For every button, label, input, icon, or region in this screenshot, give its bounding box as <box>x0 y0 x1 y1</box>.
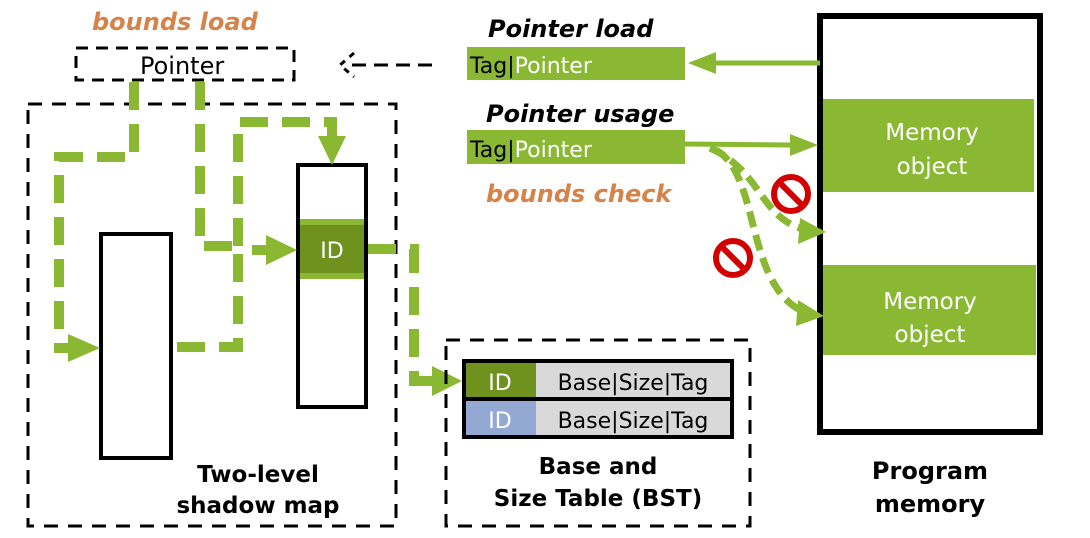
violation-arrowhead-1 <box>798 218 826 244</box>
arrowhead-second-level-top <box>318 136 346 165</box>
pointer-usage-register <box>467 130 685 164</box>
program-memory-box <box>817 13 1043 435</box>
shadow-map-title-line2: shadow map <box>176 493 339 519</box>
bst-row-1-fields-cell <box>536 363 730 397</box>
bst-row-2-id-cell <box>466 401 536 435</box>
second-level-table <box>296 163 368 409</box>
second-level-id-label: ID <box>320 239 343 264</box>
program-memory-title-line2: memory <box>875 490 986 518</box>
memory-object-2 <box>823 265 1036 355</box>
bst-row-2-fields-cell <box>536 401 730 435</box>
bst-title-line1: Base and <box>539 454 658 480</box>
pointer-load-register <box>467 47 685 80</box>
bounds-load-label: bounds load <box>92 8 259 36</box>
bst-row-2-id: ID <box>488 409 511 434</box>
memory-object-1-line1: Memory <box>885 120 979 146</box>
pointer-usage-title: Pointer usage <box>486 100 674 128</box>
bounds-check-label: bounds check <box>486 180 673 208</box>
violation-arrowhead-2 <box>796 300 824 326</box>
pointer-load-tag: Tag <box>469 54 507 79</box>
shadow-map-box <box>26 102 398 528</box>
shadow-map-lookup-paths <box>54 82 432 386</box>
pointer-load-arrowhead <box>688 52 716 74</box>
bst-table: ID Base|Size|Tag ID Base|Size|Tag <box>462 359 734 439</box>
arrowhead-first-level <box>68 334 100 362</box>
memory-object-1 <box>823 99 1034 192</box>
pointer-usage-tag: Tag <box>469 138 507 163</box>
pointer-usage-value: Tag|Pointer <box>469 138 593 163</box>
program-memory-title-line1: Program <box>872 457 988 485</box>
pointer-usage-sep: | <box>507 138 514 163</box>
pointer-usage-arrowhead <box>790 134 818 156</box>
bst-title-line2: Size Table (BST) <box>494 486 702 512</box>
memory-object-1-line2: object <box>897 154 968 180</box>
pointer-load-pointer: Pointer <box>515 54 593 79</box>
pointer-load-value: Tag|Pointer <box>469 54 593 79</box>
dashed-left-arrow <box>337 51 432 79</box>
pointer-usage-arrow-line <box>684 141 793 148</box>
bst-box <box>444 338 752 528</box>
prohibited-icon <box>771 174 811 214</box>
memory-object-2-line2: object <box>895 322 966 348</box>
bst-row-1-id: ID <box>488 371 511 396</box>
shadow-map-title-line1: Two-level <box>197 462 319 488</box>
arrowhead-second-level-id <box>266 235 297 265</box>
bst-row-2-fields: Base|Size|Tag <box>558 409 709 434</box>
violation-path-2 <box>714 146 802 314</box>
bst-row-1-fields: Base|Size|Tag <box>558 371 709 396</box>
first-level-table <box>99 232 173 460</box>
pointer-box <box>74 46 296 82</box>
violation-path-1 <box>708 144 802 232</box>
pointer-load-sep: | <box>507 54 514 79</box>
pointer-load-title: Pointer load <box>488 15 654 43</box>
bst-row-1-id-cell <box>466 363 536 397</box>
memory-object-2-line1: Memory <box>883 289 977 315</box>
pointer-box-label: Pointer <box>140 52 224 80</box>
pointer-usage-pointer: Pointer <box>515 138 593 163</box>
prohibited-icon <box>713 238 753 278</box>
second-level-id-cell <box>300 225 364 273</box>
